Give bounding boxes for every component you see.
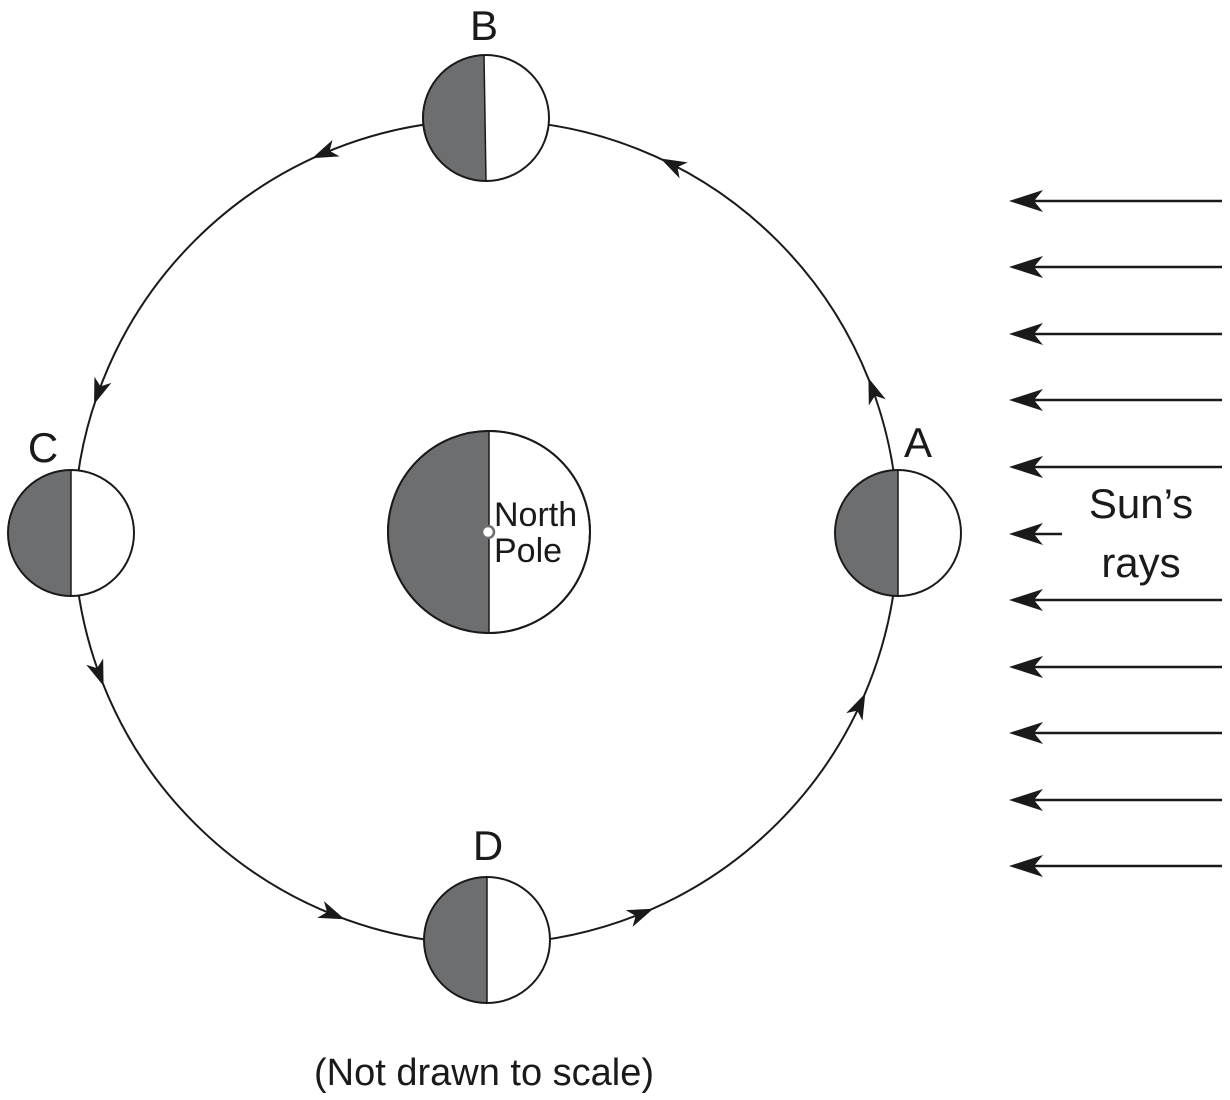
scale-note: (Not drawn to scale) xyxy=(314,1052,654,1094)
moon-label-d: D xyxy=(473,822,503,869)
orbit-arrowhead xyxy=(312,139,340,159)
north-pole-marker xyxy=(480,524,496,540)
sun-ray-arrowhead xyxy=(1009,256,1043,278)
orbit-arrowhead xyxy=(660,158,688,179)
earth-label-north: North xyxy=(494,496,577,534)
sun-ray-arrowhead xyxy=(1009,523,1043,545)
earth: North Pole xyxy=(387,430,591,634)
earth-label-pole: Pole xyxy=(494,532,562,570)
moon-d xyxy=(423,876,551,1004)
moon-label-b: B xyxy=(470,2,498,49)
moon-label-a: A xyxy=(904,419,932,466)
orbit-arrowhead xyxy=(94,376,112,405)
sun-ray-arrowhead xyxy=(1009,323,1043,345)
sun-ray-arrowhead xyxy=(1009,589,1043,611)
sun-ray-arrowhead xyxy=(1009,389,1043,411)
orbit-direction-arrows xyxy=(86,139,886,927)
sun-ray-arrowhead xyxy=(1009,855,1043,877)
sun-ray-arrowhead xyxy=(1009,789,1043,811)
sun-ray-arrowhead xyxy=(1009,722,1043,744)
sun-ray-arrowhead xyxy=(1009,456,1043,478)
sun-ray-arrowhead xyxy=(1009,656,1043,678)
sun-ray-arrowhead xyxy=(1009,190,1043,212)
earth-night-side xyxy=(388,431,489,633)
orbit-arrowhead xyxy=(625,908,654,927)
moon-a xyxy=(834,469,962,597)
orbit-arrowhead xyxy=(868,377,886,406)
sun-label-line1: Sun’s xyxy=(1089,480,1193,527)
sun-label-line2: rays xyxy=(1101,539,1180,586)
moon-c xyxy=(7,469,135,597)
orbit-arrowhead xyxy=(86,658,104,687)
moon-label-c: C xyxy=(28,424,58,471)
orbit-arrowhead xyxy=(846,693,866,721)
moon-b xyxy=(422,54,550,182)
orbit-arrowhead xyxy=(317,901,345,920)
